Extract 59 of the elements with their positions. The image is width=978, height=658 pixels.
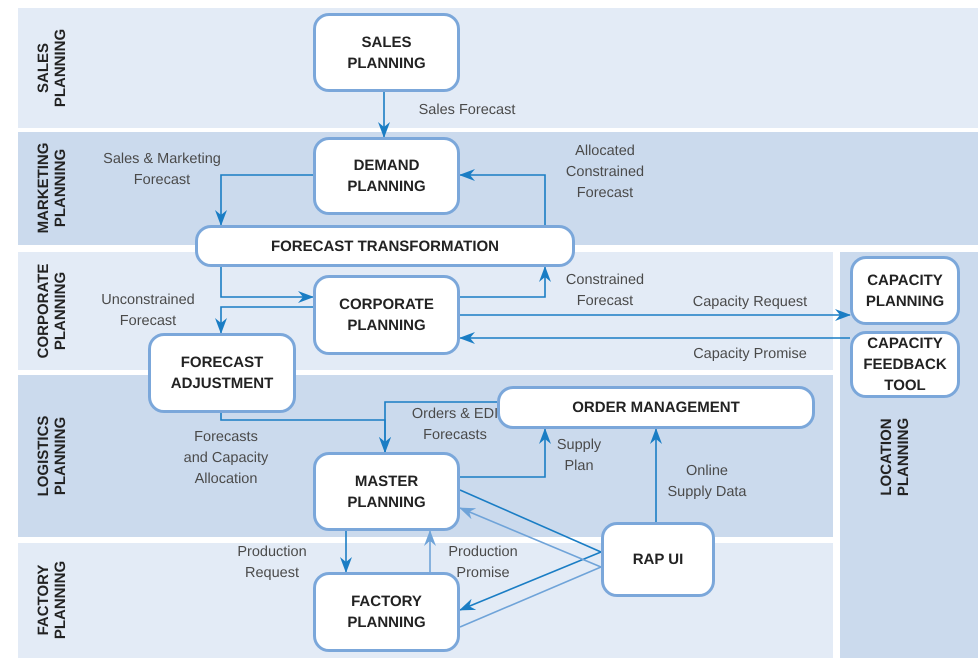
edge-label: Capacity Request [692, 293, 808, 312]
edge-label: Production Request [236, 543, 308, 583]
lane-title: SALES PLANNING [34, 28, 70, 110]
arrow [459, 332, 850, 344]
lane-title: MARKETING PLANNING [34, 142, 70, 236]
edge-label: Unconstrained Forecast [100, 291, 196, 331]
swimlane-band [18, 8, 978, 128]
lane-title: LOCATION PLANNING [878, 416, 912, 498]
box-title: FORECAST TRANSFORMATION [270, 236, 500, 256]
arrow [340, 531, 352, 573]
swimlane-band [18, 375, 833, 537]
edge-label: Orders & EDI Forecasts [410, 405, 500, 445]
process-box [313, 137, 460, 215]
box-title: FORECAST ADJUSTMENT [170, 353, 274, 394]
box-title: RAP UI [632, 550, 684, 570]
process-box [497, 386, 815, 429]
arrow [215, 174, 313, 226]
arrow [459, 507, 602, 568]
lane-title: LOGISTICS PLANNING [34, 414, 70, 498]
process-box [850, 331, 960, 398]
edge-label: Online Supply Data [667, 462, 747, 502]
box-title: CAPACITY FEEDBACK TOOL [862, 334, 948, 396]
box-title: ORDER MANAGEMENT [572, 398, 740, 418]
lane-title: FACTORY PLANNING [34, 560, 70, 642]
process-box [313, 275, 460, 355]
arrow [460, 309, 851, 321]
arrow [379, 401, 497, 453]
arrow [378, 92, 390, 138]
process-box [850, 256, 960, 325]
edge-label: Sales Forecast [418, 101, 516, 120]
box-title: FACTORY PLANNING [346, 592, 427, 633]
process-box [148, 333, 296, 413]
edge-label: Constrained Forecast [564, 271, 646, 311]
arrow [460, 428, 551, 478]
arrow [650, 428, 662, 522]
edge-label: Supply Plan [556, 436, 602, 476]
box-title: MASTER PLANNING [346, 472, 427, 512]
lane-title: CORPORATE PLANNING [34, 262, 70, 360]
process-box [195, 225, 575, 267]
edge-label: Forecasts and Capacity Allocation [184, 428, 268, 489]
process-box [601, 522, 715, 597]
arrow [460, 266, 551, 298]
arrow [215, 306, 313, 334]
process-box [313, 13, 460, 92]
edge-label: Allocated Constrained Forecast [564, 142, 646, 203]
process-box [313, 452, 460, 531]
arrow [459, 169, 546, 225]
swimlane-band [840, 252, 978, 658]
arrow [459, 551, 602, 611]
edge-label: Production Promise [447, 543, 519, 583]
edge-label: Sales & Marketing Forecast [102, 150, 222, 190]
edge-label: Capacity Promise [693, 345, 807, 364]
arrow [220, 267, 314, 303]
box-title: CAPACITY PLANNING [864, 270, 946, 312]
swimlane-band [18, 543, 833, 658]
box-title: DEMAND PLANNING [346, 156, 427, 197]
arrow [424, 530, 436, 572]
box-title: SALES PLANNING [346, 32, 427, 74]
box-title: CORPORATE PLANNING [338, 295, 435, 336]
